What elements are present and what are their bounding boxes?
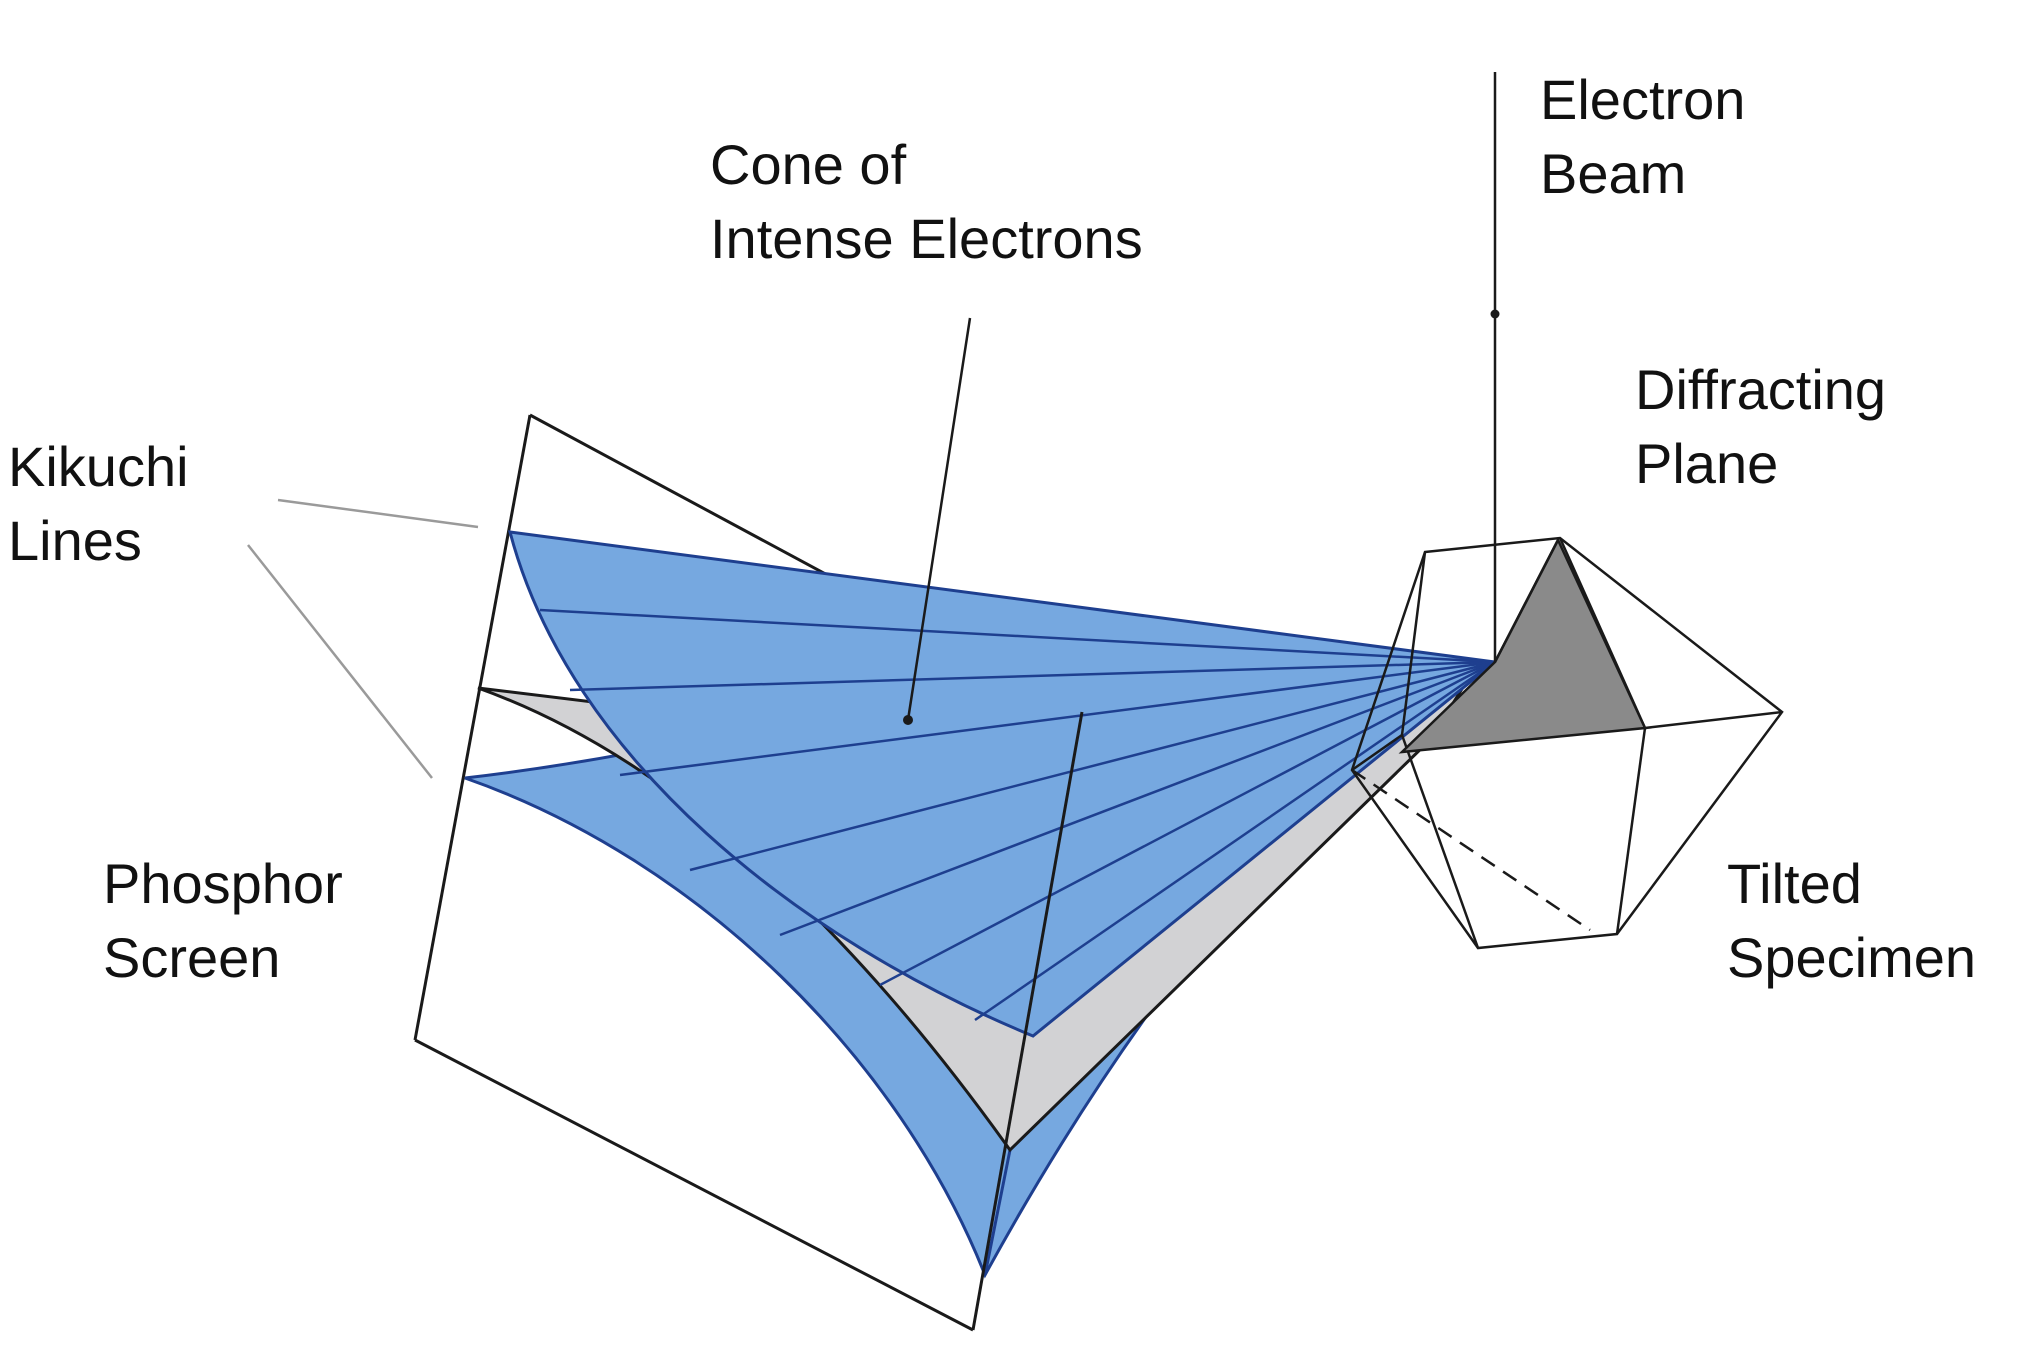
electron-beam	[1490, 72, 1500, 662]
tilted-specimen-label: Tilted Specimen	[1727, 847, 1976, 995]
electron-beam-label-line2: Beam	[1540, 142, 1687, 205]
diffracting-plane-label: Diffracting Plane	[1635, 353, 1886, 501]
diffracting-plane-label-line2: Plane	[1635, 432, 1779, 495]
specimen-front-edge	[1493, 539, 1560, 663]
phosphor-screen-label: Phosphor Screen	[103, 847, 343, 995]
kikuchi-lines-label-line2: Lines	[8, 509, 142, 572]
electron-beam-label-line1: Electron	[1540, 68, 1746, 131]
phosphor-screen-label-line1: Phosphor	[103, 852, 343, 915]
phosphor-screen-label-line2: Screen	[103, 926, 281, 989]
tilted-specimen-label-line2: Specimen	[1727, 926, 1977, 989]
cone-label: Cone of Intense Electrons	[710, 128, 1143, 276]
cone-label-line1: Cone of	[710, 133, 907, 196]
cone-leader	[903, 317, 972, 725]
tilted-specimen-label-line1: Tilted	[1727, 852, 1862, 915]
electron-beam-label: Electron Beam	[1540, 63, 1745, 211]
kikuchi-lines-label-line1: Kikuchi	[8, 435, 189, 498]
phosphor-screen-front-edge	[971, 711, 1084, 1331]
cone-rays	[539, 608, 1496, 1022]
diffracting-plane-label-line1: Diffracting	[1635, 358, 1887, 421]
cone-label-line2: Intense Electrons	[710, 207, 1143, 270]
kikuchi-leaders	[247, 498, 479, 779]
cone-of-intense-electrons	[507, 530, 1499, 1038]
kikuchi-lines-label: Kikuchi Lines	[8, 430, 189, 578]
lower-cone-edge	[983, 1149, 1012, 1276]
